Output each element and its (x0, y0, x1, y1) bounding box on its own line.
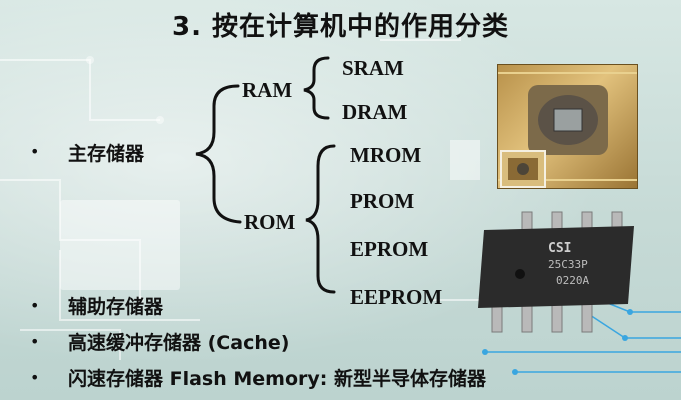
eprom-label: EPROM (350, 237, 429, 261)
eprom-chip-thumbnail (500, 150, 546, 188)
mrom-label: MROM (350, 143, 422, 167)
bullet-flash: • (30, 368, 40, 387)
sram-label: SRAM (342, 56, 404, 80)
rom-label: ROM (244, 210, 296, 234)
prom-label: PROM (350, 189, 415, 213)
chip-marking-line1: CSI (548, 241, 571, 256)
dram-label: DRAM (342, 100, 408, 124)
bullet-cache: • (30, 332, 40, 351)
slide-title: 3. 按在计算机中的作用分类 (171, 12, 510, 42)
flash-memory-label: 闪速存储器 Flash Memory: 新型半导体存储器 (68, 368, 486, 390)
chip-marking-line2: 25C33P (548, 258, 588, 271)
main-memory-brace (195, 84, 242, 224)
chip-marking-line3: 0220A (556, 274, 589, 287)
main-memory-label: 主存储器 (68, 143, 145, 165)
auxiliary-memory-label: 辅助存储器 (68, 296, 164, 318)
ram-label: RAM (242, 78, 293, 102)
eeprom-label: EEPROM (350, 285, 443, 309)
cache-memory-label: 高速缓冲存储器 (Cache) (68, 332, 290, 354)
rom-brace (305, 144, 336, 294)
eprom-window-icon (498, 72, 637, 181)
ram-brace (303, 56, 330, 120)
dip-chip-icon: CSI 25C33P 0220A (478, 211, 634, 333)
bullet-main-memory: • (30, 142, 40, 161)
bullet-auxiliary: • (30, 296, 40, 315)
